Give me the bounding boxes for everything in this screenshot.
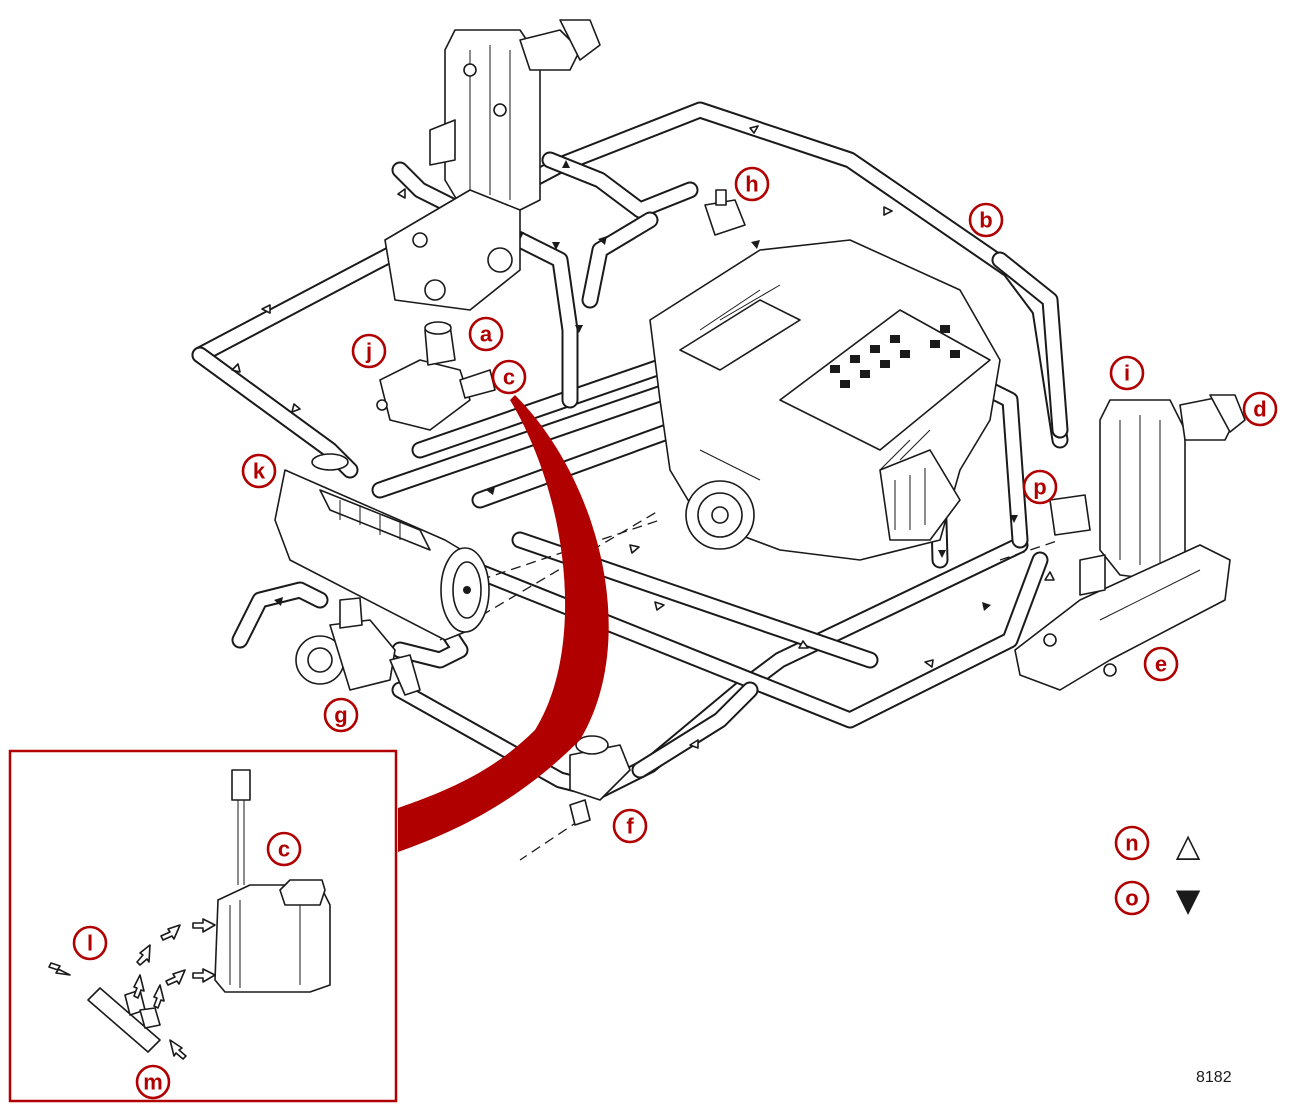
- callout-f: f: [612, 808, 648, 844]
- callout-l: l: [72, 925, 108, 961]
- svg-text:d: d: [1253, 397, 1266, 422]
- component-j: [376, 321, 496, 431]
- callouts: a b c c d e f g: [72, 166, 1278, 1100]
- callout-d: d: [1242, 391, 1278, 427]
- svg-text:h: h: [745, 172, 758, 197]
- callout-n: n: [1114, 825, 1150, 861]
- callout-e: e: [1143, 646, 1179, 682]
- callout-a: a: [468, 316, 504, 352]
- manifold-left: [384, 19, 601, 311]
- engine-block: [649, 239, 1001, 561]
- svg-text:n: n: [1125, 831, 1138, 856]
- seawater-pump: [295, 597, 421, 696]
- legend: △ ▼: [1176, 826, 1201, 919]
- inset-valve-c: [214, 769, 331, 993]
- svg-text:c: c: [278, 837, 290, 862]
- svg-text:p: p: [1033, 475, 1046, 500]
- svg-text:j: j: [365, 339, 372, 364]
- svg-text:m: m: [143, 1070, 163, 1095]
- svg-text:l: l: [87, 931, 93, 956]
- manifold-right: [1014, 394, 1246, 691]
- callout-k: k: [241, 453, 277, 489]
- valve-cover-dots: [830, 325, 960, 388]
- callout-h: h: [734, 166, 770, 202]
- callout-j: j: [351, 333, 387, 369]
- callout-m: m: [135, 1064, 171, 1100]
- legend-open-arrow-symbol: △: [1176, 826, 1201, 864]
- svg-text:i: i: [1124, 361, 1130, 386]
- callout-o: o: [1114, 880, 1150, 916]
- callout-i: i: [1109, 355, 1145, 391]
- inset-tee-fitting: [87, 987, 161, 1053]
- svg-text:c: c: [503, 365, 515, 390]
- svg-text:g: g: [334, 703, 347, 728]
- svg-text:e: e: [1155, 652, 1167, 677]
- inset-panel: [8, 749, 398, 1103]
- figure-number: 8182: [1196, 1069, 1232, 1086]
- svg-text:k: k: [253, 459, 266, 484]
- legend-solid-arrow-symbol: ▼: [1176, 881, 1201, 919]
- svg-text:f: f: [626, 814, 634, 839]
- dashed-flow-lines: [419, 509, 1061, 861]
- svg-text:b: b: [979, 208, 992, 233]
- sensor-h: [704, 189, 746, 236]
- thermostat-housing: [569, 735, 631, 826]
- heat-exchanger: [274, 453, 490, 641]
- svg-text:o: o: [1125, 886, 1138, 911]
- callout-c: c: [491, 359, 527, 395]
- callout-b: b: [968, 202, 1004, 238]
- inset-connector-band: [398, 395, 609, 852]
- inset-flow-arrows: [48, 918, 216, 1060]
- callout-g: g: [323, 697, 359, 733]
- svg-text:a: a: [480, 322, 493, 347]
- callout-p: p: [1022, 469, 1058, 505]
- callout-c-inset: c: [266, 831, 302, 867]
